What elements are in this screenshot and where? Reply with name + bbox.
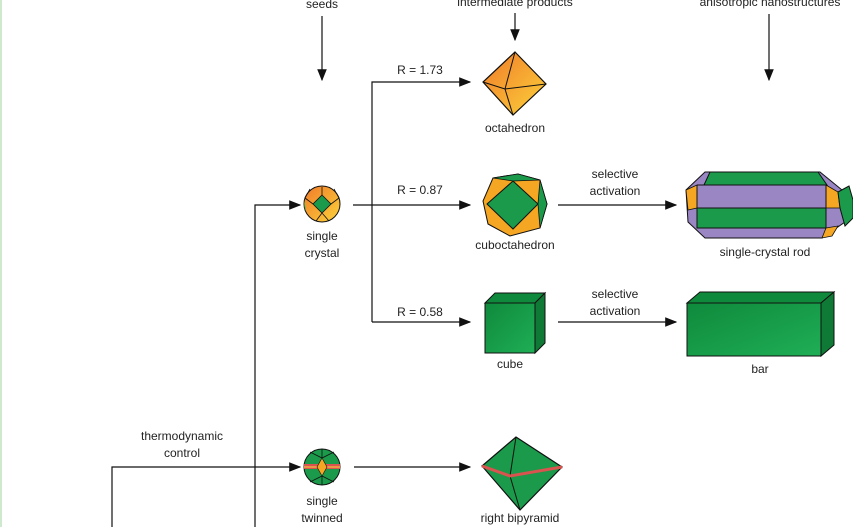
ratio-octahedron: R = 1.73 [397,63,443,77]
single-crystal-label-line2: crystal [304,246,340,260]
cuboctahedron-shape [482,173,548,237]
single-twinned-seed-shape [303,448,341,486]
thermodynamic-branch [111,462,302,527]
rod-label: single-crystal rod [719,245,811,259]
single-crystal-rod-shape [685,171,853,239]
ratio-cuboctahedron: R = 0.87 [397,183,443,197]
octahedron-shape [482,51,547,116]
thermodynamic-label-line2: control [163,446,201,460]
right-bipyramid-label: right bipyramid [480,511,560,525]
selective-activation-1-line1: selective [591,167,639,181]
thermodynamic-label-line1: thermodynamic [140,429,224,443]
cuboctahedron-label: cuboctahedron [475,238,555,252]
cube-shape [483,291,547,355]
octahedron-label: octahedron [484,121,546,135]
seeds-header: seeds [305,0,339,11]
single-crystal-label-line1: single [306,229,338,243]
left-border [0,0,2,527]
ratio-cube: R = 0.58 [397,305,443,319]
selective-activation-2-line1: selective [591,287,639,301]
single-twinned-label-line2: twinned [301,511,343,525]
crystal-branch [254,200,302,527]
single-crystal-seed-shape [303,185,341,223]
anisotropic-header: anisotropic nanostructures [699,0,841,9]
intermediate-header: intermediate products [457,0,573,9]
octahedron-branch [371,77,472,322]
single-twinned-label-line1: single [306,494,338,508]
bar-label: bar [751,362,769,376]
cube-label: cube [496,357,524,371]
selective-activation-2-line2: activation [589,304,641,318]
selective-activation-1-line2: activation [589,184,641,198]
right-bipyramid-shape [481,436,563,511]
bar-shape [685,290,836,358]
